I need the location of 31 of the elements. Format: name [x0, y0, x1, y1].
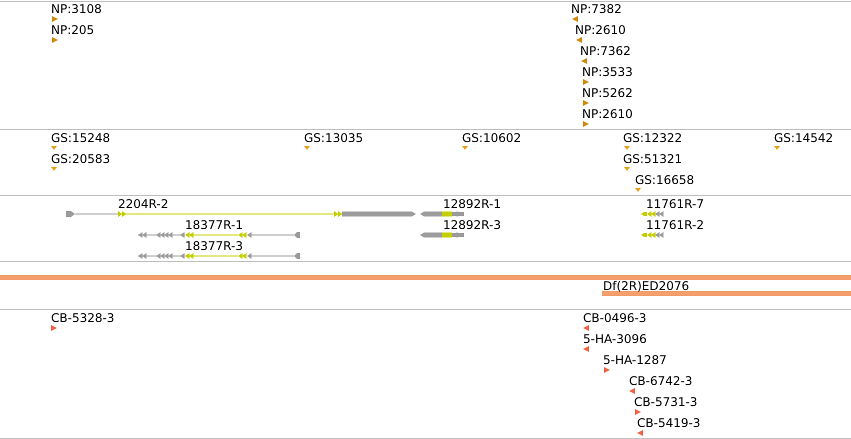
feature-label: GS:51321 [623, 152, 682, 164]
feature-label: NP:7362 [580, 44, 631, 56]
feature-label: GS:15248 [51, 132, 110, 144]
feature-label: CB-0496-3 [583, 312, 646, 324]
feature-label: CB-5328-3 [51, 312, 114, 324]
transcript-label: 2204R-2 [118, 198, 168, 210]
feature-label: CB-5731-3 [634, 396, 698, 408]
feature-label: 5-HA-3096 [583, 332, 647, 344]
feature-label: NP:7382 [571, 2, 622, 14]
feature-label: GS:20583 [51, 152, 110, 164]
transcript-label: 12892R-1 [443, 198, 501, 210]
feature-label: CB-6742-3 [629, 374, 692, 386]
feature-label: NP:5262 [582, 86, 633, 98]
feature-label: CB-5419-3 [637, 416, 700, 428]
transcript-label: 11761R-2 [646, 218, 704, 230]
feature-label: GS:16658 [635, 174, 694, 186]
feature-label: NP:2610 [575, 24, 626, 36]
feature-label: NP:3533 [582, 66, 633, 78]
transcript-label: 11761R-7 [646, 198, 704, 210]
feature-label: GS:14542 [774, 132, 834, 144]
transcript-label: 18377R-1 [185, 218, 243, 230]
transcript-label: 12892R-3 [443, 218, 501, 230]
feature-label: NP:3108 [51, 2, 102, 14]
feature-label: GS:13035 [304, 132, 364, 144]
feature-label: NP:2610 [582, 108, 633, 120]
feature-label: GS:12322 [623, 132, 682, 144]
feature-label: GS:10602 [462, 132, 522, 144]
deficiency-label: Df(2R)ED2076 [603, 280, 690, 292]
feature-label: 5-HA-1287 [603, 354, 667, 366]
feature-label: NP:205 [51, 24, 94, 36]
transcript-label: 18377R-3 [185, 240, 243, 252]
